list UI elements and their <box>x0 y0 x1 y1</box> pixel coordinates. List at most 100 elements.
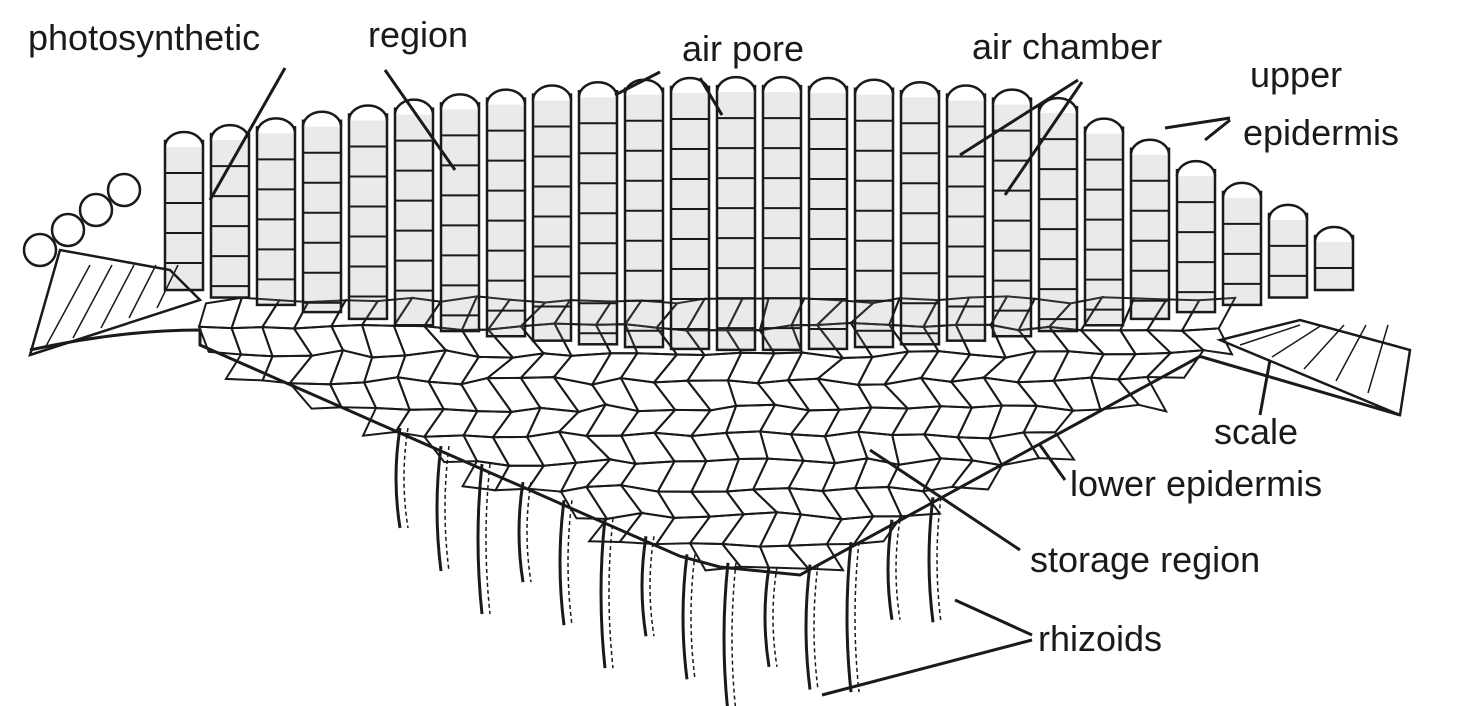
filament-apical-cell <box>487 90 525 105</box>
storage-cell <box>199 298 242 328</box>
leader-rhizoids <box>955 600 1032 635</box>
storage-cell <box>199 327 241 355</box>
storage-cell <box>424 409 477 437</box>
rhizoid-wall <box>691 554 695 679</box>
scale-cell-wall <box>1304 325 1344 369</box>
rhizoid-wall <box>568 500 572 625</box>
storage-cell <box>262 327 312 356</box>
scale-cell-wall <box>73 265 112 338</box>
rhizoid-wall <box>855 542 859 692</box>
storage-cell <box>727 459 768 492</box>
label-storage-region: storage region <box>1030 540 1260 580</box>
storage-cell <box>398 350 446 382</box>
filament-column <box>855 89 893 347</box>
margin-cell <box>24 234 56 266</box>
storage-cell <box>521 377 579 412</box>
storage-cell <box>621 353 677 382</box>
filament-column <box>303 121 341 312</box>
storage-cell <box>559 405 606 436</box>
rhizoid-wall <box>937 497 941 622</box>
filament-column <box>1039 107 1077 331</box>
storage-cell <box>1091 354 1136 379</box>
storage-cell <box>760 546 808 569</box>
rhizoid <box>601 518 605 668</box>
label-scale: scale <box>1214 412 1298 452</box>
filament-column <box>947 95 985 341</box>
photosynthetic-filaments <box>24 77 1353 350</box>
margin-cell <box>80 194 112 226</box>
filament-apical-cell <box>303 112 341 127</box>
filament-apical-cell <box>1177 161 1215 176</box>
storage-cell <box>788 379 839 411</box>
filament-apical-cell <box>855 80 893 95</box>
storage-cell <box>429 382 478 411</box>
rhizoid <box>683 554 687 679</box>
storage-cell <box>463 461 510 490</box>
storage-cell <box>396 409 444 437</box>
storage-cell <box>788 353 843 381</box>
filament-column <box>1085 128 1123 326</box>
filament-column <box>211 134 249 297</box>
rhizoid-wall <box>896 520 900 620</box>
margin-cell <box>52 214 84 246</box>
label-photosynthetic: photosynthetic <box>28 18 260 58</box>
filament-apical-cell <box>1223 183 1261 198</box>
rhizoid <box>847 542 851 692</box>
filament-column <box>901 91 939 344</box>
storage-cell <box>587 405 639 436</box>
rhizoid-strands <box>396 428 941 706</box>
rhizoid-wall <box>527 482 531 582</box>
storage-cell <box>952 461 1002 490</box>
label-air-pore: air pore <box>682 29 804 69</box>
filament-apical-cell <box>533 86 571 101</box>
filament-apical-cell <box>1269 205 1307 220</box>
storage-cell <box>858 384 908 408</box>
filament-column <box>993 99 1031 337</box>
filament-column <box>1177 170 1215 312</box>
storage-cell <box>789 461 835 491</box>
filament-apical-cell <box>165 132 203 147</box>
filament-column <box>1223 192 1261 305</box>
filament-apical-cell <box>947 86 985 101</box>
filament-column <box>349 115 387 319</box>
rhizoid <box>560 500 564 625</box>
storage-cell <box>621 410 675 436</box>
filament-column <box>487 99 525 337</box>
filament-column <box>533 95 571 341</box>
scale-right <box>1220 320 1410 415</box>
rhizoid <box>929 497 933 622</box>
leader-scale <box>1260 360 1270 415</box>
storage-cell <box>656 517 710 545</box>
filament-column <box>441 103 479 331</box>
filament-column <box>763 86 801 350</box>
rhizoid-wall <box>732 563 736 706</box>
filament-apical-cell <box>717 77 755 92</box>
storage-cell <box>621 378 675 411</box>
label-upper: upper <box>1250 55 1342 95</box>
scale-cell-wall <box>1368 325 1388 393</box>
filament-column <box>625 89 663 347</box>
rhizoid-wall <box>773 567 777 667</box>
rhizoid-wall <box>650 536 654 636</box>
filament-apical-cell <box>211 125 249 140</box>
filament-column <box>579 91 617 344</box>
storage-cell <box>654 355 705 383</box>
rhizoid-wall <box>445 446 449 571</box>
scale-cell-wall <box>1272 325 1322 357</box>
storage-cell <box>654 381 711 411</box>
filament-column <box>1315 236 1353 290</box>
storage-cell <box>855 458 899 488</box>
rhizoid <box>724 563 728 706</box>
rhizoid <box>437 446 441 571</box>
filament-column <box>809 87 847 349</box>
rhizoid-wall <box>404 428 408 528</box>
leader-upper-epidermis <box>1205 120 1230 140</box>
filament-apical-cell <box>257 118 295 133</box>
filament-column <box>1131 149 1169 319</box>
rhizoid <box>806 565 810 690</box>
filament-apical-cell <box>349 106 387 121</box>
storage-cell <box>854 516 901 544</box>
storage-cell <box>464 411 512 437</box>
storage-cell <box>921 378 972 408</box>
